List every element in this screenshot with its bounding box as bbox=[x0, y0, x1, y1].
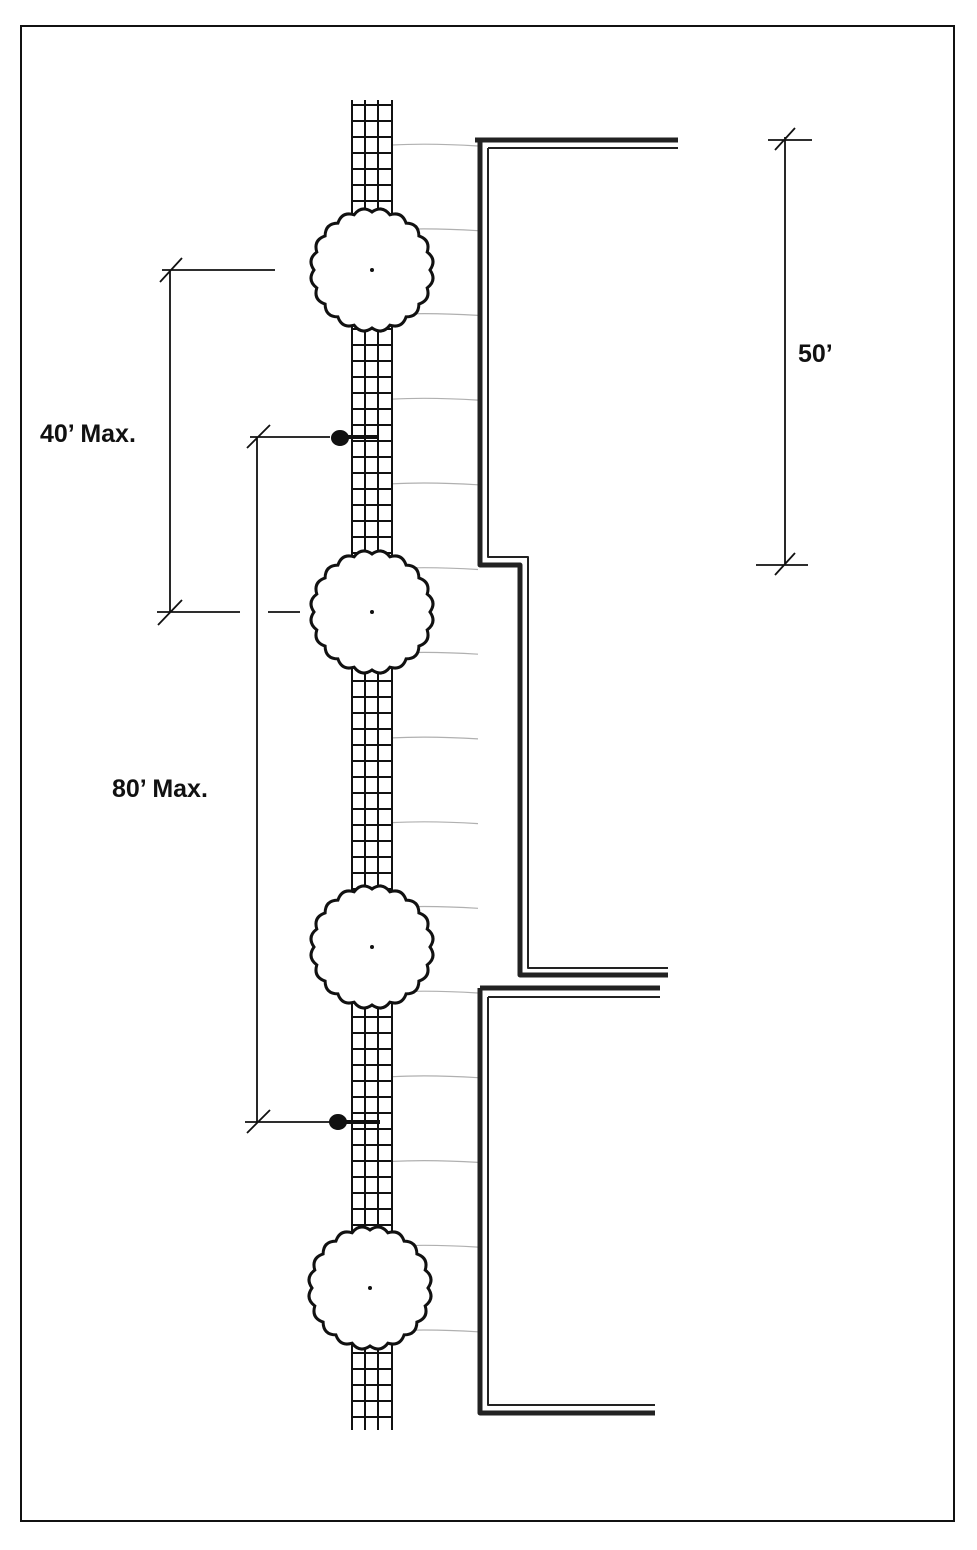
diagram-frame bbox=[20, 25, 955, 1522]
dimension-label-50: 50’ bbox=[798, 340, 833, 368]
street-light-icon bbox=[331, 430, 378, 446]
guide-line bbox=[391, 821, 479, 825]
dim-80-line bbox=[245, 424, 330, 1134]
frontage-guide-lines bbox=[391, 143, 479, 1333]
dimension-label-40-max: 40’ Max. bbox=[40, 420, 136, 448]
dim-50-line bbox=[756, 127, 812, 576]
building-upper-wall bbox=[475, 137, 678, 978]
building-lower-wall bbox=[477, 985, 660, 1416]
guide-line bbox=[391, 736, 479, 740]
street-trees bbox=[307, 207, 435, 1351]
dimension-lines bbox=[157, 127, 812, 1134]
tree-icon bbox=[309, 207, 435, 333]
guide-line bbox=[391, 1160, 479, 1163]
dim-40-line bbox=[157, 257, 300, 626]
dimension-label-80-max: 80’ Max. bbox=[112, 775, 208, 803]
street-light-icon bbox=[329, 1114, 380, 1130]
street-lights bbox=[329, 430, 380, 1130]
guide-line bbox=[391, 1075, 479, 1079]
tree-icon bbox=[309, 884, 435, 1010]
building-outline bbox=[475, 137, 678, 1416]
guide-line bbox=[391, 482, 479, 486]
tree-icon bbox=[309, 549, 435, 675]
guide-line bbox=[391, 143, 479, 147]
tree-icon bbox=[307, 1225, 433, 1351]
guide-line bbox=[391, 397, 479, 401]
